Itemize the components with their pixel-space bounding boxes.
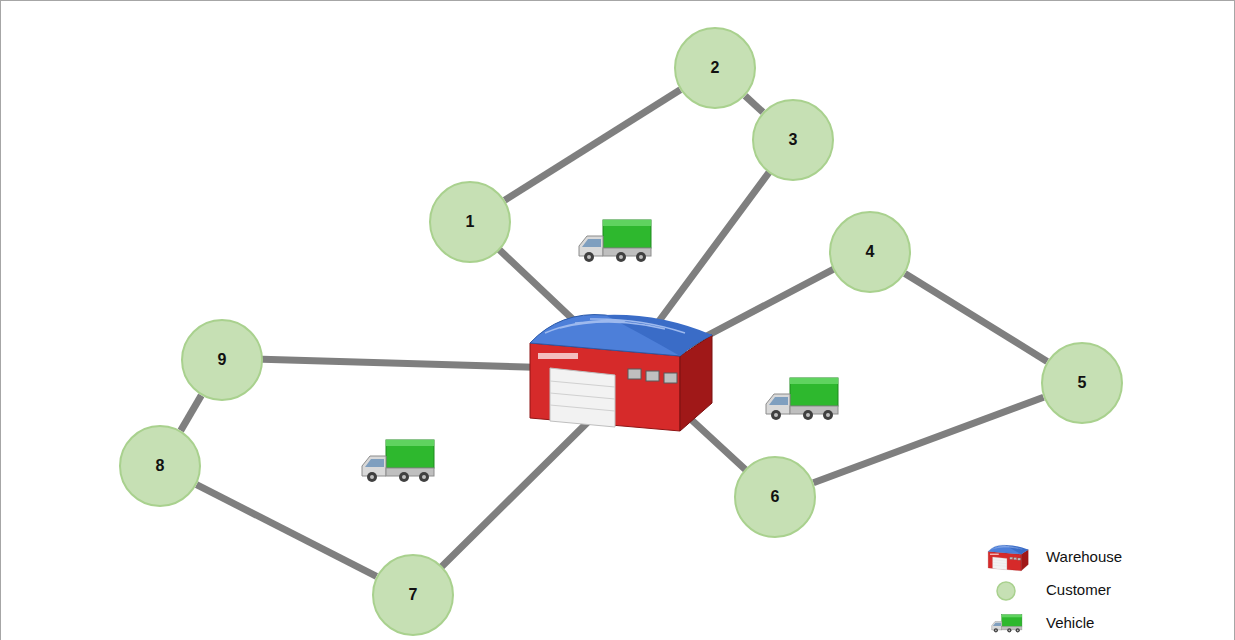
customer-circle: 9 xyxy=(181,319,263,401)
customer-number: 2 xyxy=(711,59,720,77)
route-line xyxy=(745,96,763,112)
customer-circle: 8 xyxy=(119,425,201,507)
customer-number: 4 xyxy=(866,243,875,261)
warehouse-routes xyxy=(222,140,870,595)
legend-label: Customer xyxy=(1046,581,1111,598)
customer-number: 8 xyxy=(156,457,165,475)
legend-label: Vehicle xyxy=(1046,614,1094,631)
legend-label: Warehouse xyxy=(1046,548,1122,565)
customer-circle: 2 xyxy=(674,27,756,109)
customer-circle: 1 xyxy=(429,181,511,263)
customer-number: 6 xyxy=(771,488,780,506)
customer-number: 5 xyxy=(1078,374,1087,392)
customer-circle: 6 xyxy=(734,456,816,538)
customer-number: 1 xyxy=(466,213,475,231)
route-line xyxy=(813,397,1043,482)
route-line xyxy=(905,274,1047,362)
customer-number: 7 xyxy=(409,586,418,604)
customer-number: 3 xyxy=(789,131,798,149)
route-line xyxy=(181,395,202,430)
customer-circle: 4 xyxy=(829,211,911,293)
customer-circle: 5 xyxy=(1041,342,1123,424)
legend-icons xyxy=(988,545,1028,632)
customer-number: 9 xyxy=(218,351,227,369)
customer-circle: 3 xyxy=(752,99,834,181)
customer-circle: 7 xyxy=(372,554,454,636)
route-line xyxy=(505,90,681,200)
route-line xyxy=(197,485,377,577)
